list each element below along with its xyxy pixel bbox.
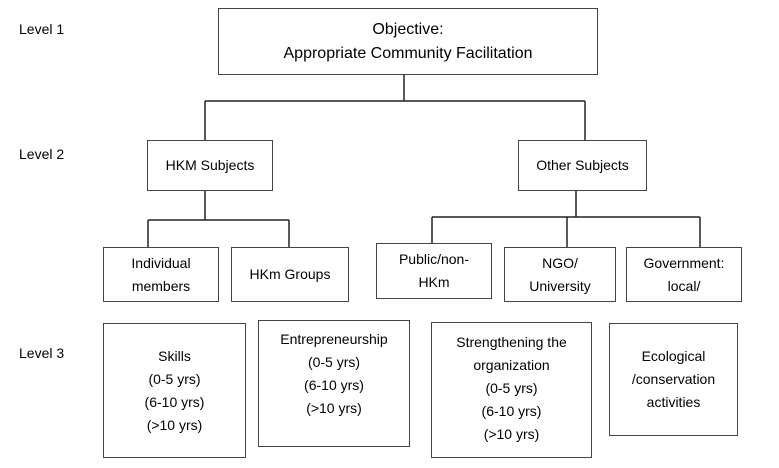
- strengthening-title-line2: organization: [473, 357, 550, 373]
- other-subjects-box: Other Subjects: [518, 140, 647, 191]
- ecological-conservation-box: Ecological /conservation activities: [609, 323, 738, 436]
- skills-range-6-10: (6-10 yrs): [144, 393, 205, 410]
- strengthening-range-0-5: (0-5 yrs): [485, 380, 538, 396]
- skills-range-10-plus: (>10 yrs): [146, 416, 203, 433]
- level-2-label: Level 2: [19, 146, 65, 162]
- individual-members-box: Individual members: [103, 247, 219, 302]
- entrepreneurship-box: Entrepreneurship (0-5 yrs) (6-10 yrs) (>…: [258, 320, 410, 447]
- ngo-university-box: NGO/ University: [504, 247, 616, 302]
- strengthening-title-line1: Strengthening the: [456, 334, 567, 350]
- skills-box: Skills (0-5 yrs) (6-10 yrs) (>10 yrs): [103, 323, 246, 458]
- entrepreneurship-range-0-5: (0-5 yrs): [307, 354, 361, 370]
- strengthening-range-10-plus: (>10 yrs): [483, 426, 540, 442]
- level-1-label: Level 1: [19, 21, 65, 37]
- ecological-line2: /conservation: [631, 371, 716, 387]
- objective-title: Objective:: [372, 20, 444, 38]
- entrepreneurship-range-10-plus: (>10 yrs): [306, 400, 362, 416]
- individual-members-line1: Individual: [131, 254, 191, 271]
- ecological-line1: Ecological: [641, 348, 706, 364]
- entrepreneurship-title: Entrepreneurship: [280, 331, 388, 347]
- objective-box: Objective: Appropriate Community Facilit…: [218, 8, 598, 75]
- level-3-label: Level 3: [19, 345, 65, 361]
- strengthening-organization-box: Strengthening the organization (0-5 yrs)…: [431, 322, 592, 458]
- other-subjects-label: Other Subjects: [536, 157, 629, 173]
- hkm-groups-label: HKm Groups: [249, 266, 331, 282]
- public-non-hkm-box: Public/non- HKm: [376, 243, 492, 299]
- hkm-groups-box: HKm Groups: [231, 247, 349, 302]
- ngo-university-line1: NGO/: [542, 254, 578, 271]
- entrepreneurship-range-6-10: (6-10 yrs): [304, 377, 364, 393]
- hkm-subjects-label: HKM Subjects: [165, 157, 255, 173]
- government-local-line2: local/: [667, 277, 701, 294]
- skills-range-0-5: (0-5 yrs): [148, 370, 201, 387]
- hkm-subjects-box: HKM Subjects: [147, 140, 273, 191]
- individual-members-line2: members: [131, 277, 191, 294]
- government-local-line1: Government:: [643, 254, 725, 271]
- public-non-hkm-line2: HKm: [418, 274, 450, 290]
- ngo-university-line2: University: [529, 277, 591, 294]
- strengthening-range-6-10: (6-10 yrs): [481, 403, 542, 419]
- objective-text: Appropriate Community Facilitation: [283, 44, 533, 62]
- skills-title: Skills: [158, 347, 191, 364]
- government-local-box: Government: local/: [626, 247, 742, 302]
- ecological-line3: activities: [646, 394, 701, 410]
- public-non-hkm-line1: Public/non-: [398, 251, 470, 267]
